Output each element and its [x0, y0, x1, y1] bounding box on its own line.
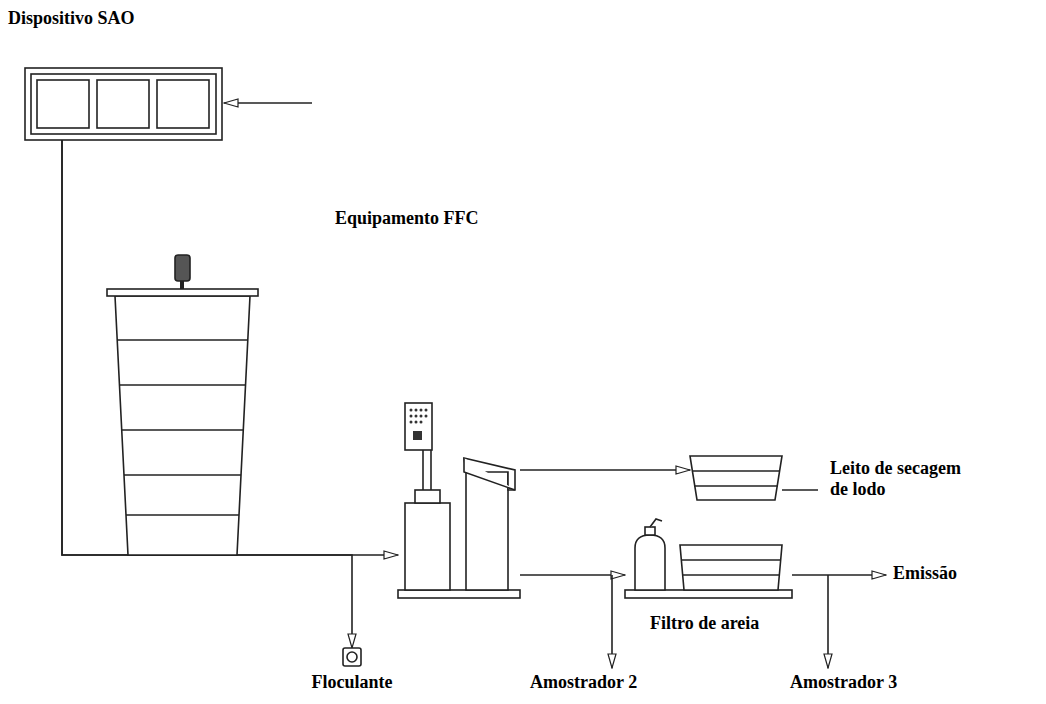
sludge-drying-bed	[690, 456, 818, 500]
mixing-tank	[107, 255, 258, 555]
sampler-line	[827, 575, 829, 668]
node-label: Equipamento FFC	[335, 208, 479, 229]
sampler-line	[611, 575, 613, 668]
sao-device	[25, 68, 222, 140]
sand-filter-box: Filtro de areia	[625, 519, 792, 598]
node-label: Leito de secagem de lodo	[830, 458, 980, 500]
floculant-box: Floculante	[343, 648, 361, 666]
ffc-equipment	[398, 403, 520, 598]
pipe-connector	[520, 574, 625, 576]
node-label: Floculante	[293, 672, 411, 693]
pipe-connector	[62, 140, 398, 555]
sampler-label: Amostrador 3	[790, 672, 897, 693]
sand-filter	[625, 519, 792, 598]
floculant-doser	[343, 648, 361, 666]
drying-bed-box: Leito de secagem de lodo	[690, 456, 782, 500]
node-label: Dispositivo SAO	[8, 8, 135, 29]
emission-line	[792, 574, 886, 576]
node-label: Filtro de areia	[650, 613, 759, 634]
ffc-equipment-box: Equipamento FFC	[398, 400, 520, 598]
pipe-connector	[520, 469, 690, 471]
pipe-connector	[62, 140, 352, 648]
sampler-label: Amostrador 2	[530, 672, 637, 693]
outlet-label: Emissão	[893, 563, 957, 584]
sao-device-box: Dispositivo SAO	[25, 68, 222, 140]
inlet-line	[224, 102, 312, 104]
